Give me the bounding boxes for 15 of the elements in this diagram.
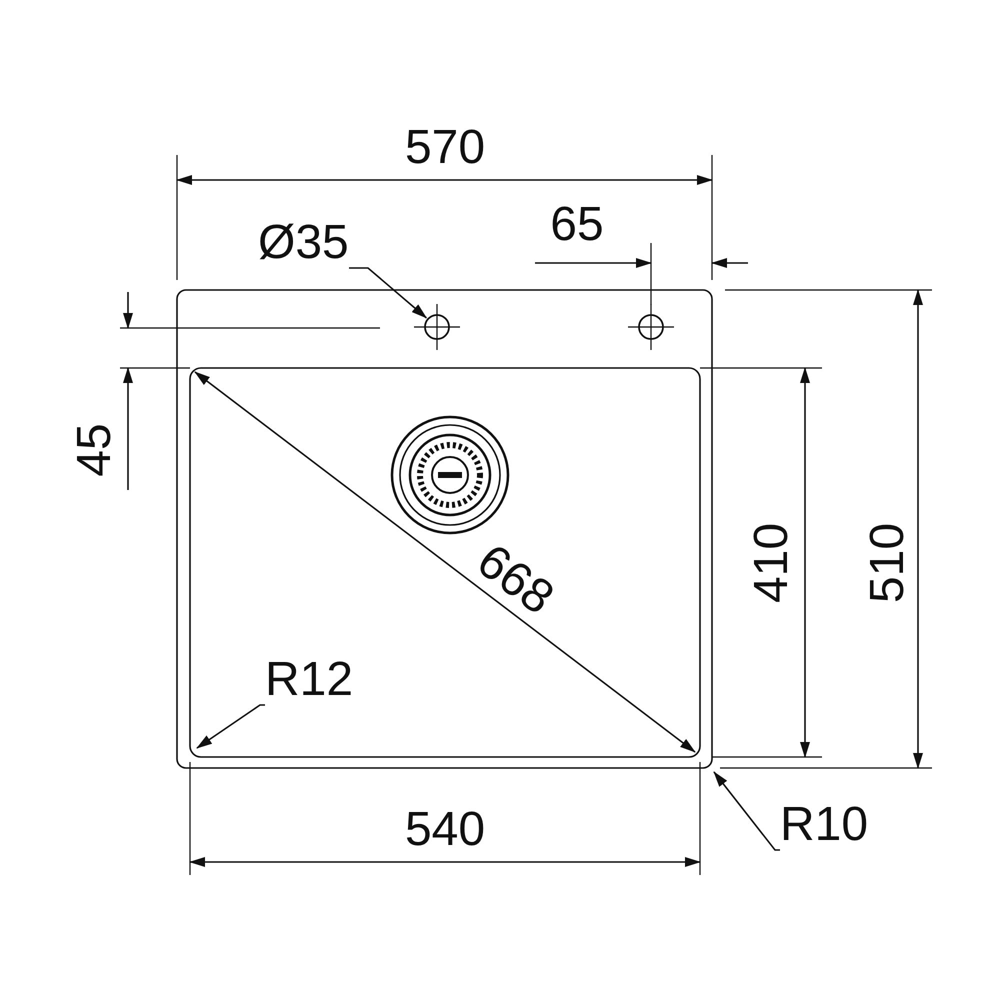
radius-label: R10	[780, 800, 868, 850]
tap-hole-icon	[414, 304, 460, 350]
leader-line	[196, 704, 265, 749]
tap-hole-icon	[628, 304, 674, 350]
dimension-value: 668	[468, 536, 562, 624]
dimension-value: 540	[404, 805, 486, 855]
dimension-value: 410	[747, 522, 797, 604]
radius-label: R12	[265, 655, 354, 705]
leader-line	[713, 771, 780, 851]
dimension-value: 570	[404, 123, 486, 173]
dimension-value: 65	[550, 200, 604, 250]
dimension-value: 45	[70, 423, 120, 477]
dimension-value: 510	[863, 522, 913, 604]
leader-line	[349, 267, 428, 319]
diameter-label: Ø35	[258, 218, 349, 268]
